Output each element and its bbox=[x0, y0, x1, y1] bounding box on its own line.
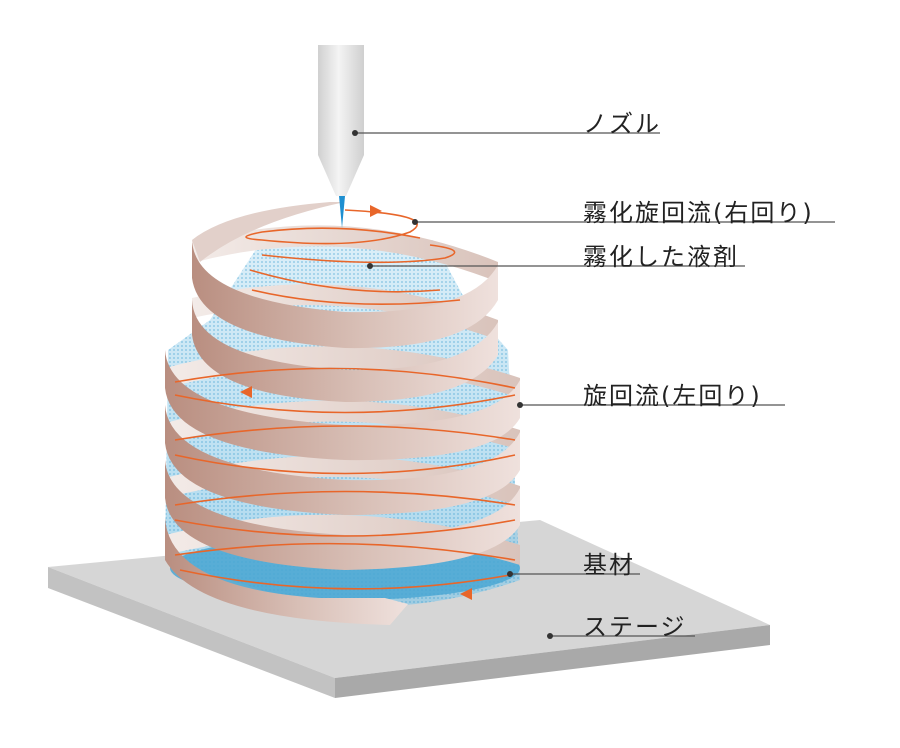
label-atomized-liquid: 霧化した液剤 bbox=[583, 243, 739, 271]
flow-arrowheads bbox=[240, 205, 472, 600]
ribbon-inlet bbox=[192, 202, 345, 262]
ribbon-front bbox=[165, 240, 520, 625]
label-substrate: 基材 bbox=[583, 551, 635, 579]
leader-dots bbox=[352, 130, 553, 639]
leader-lines bbox=[355, 132, 835, 637]
label-swirl-flow: 旋回流(左回り) bbox=[583, 382, 762, 410]
label-stage: ステージ bbox=[583, 613, 687, 641]
label-nozzle: ノズル bbox=[583, 110, 661, 138]
nozzle bbox=[318, 45, 364, 228]
label-atomized-swirl: 霧化旋回流(右回り) bbox=[583, 199, 814, 227]
